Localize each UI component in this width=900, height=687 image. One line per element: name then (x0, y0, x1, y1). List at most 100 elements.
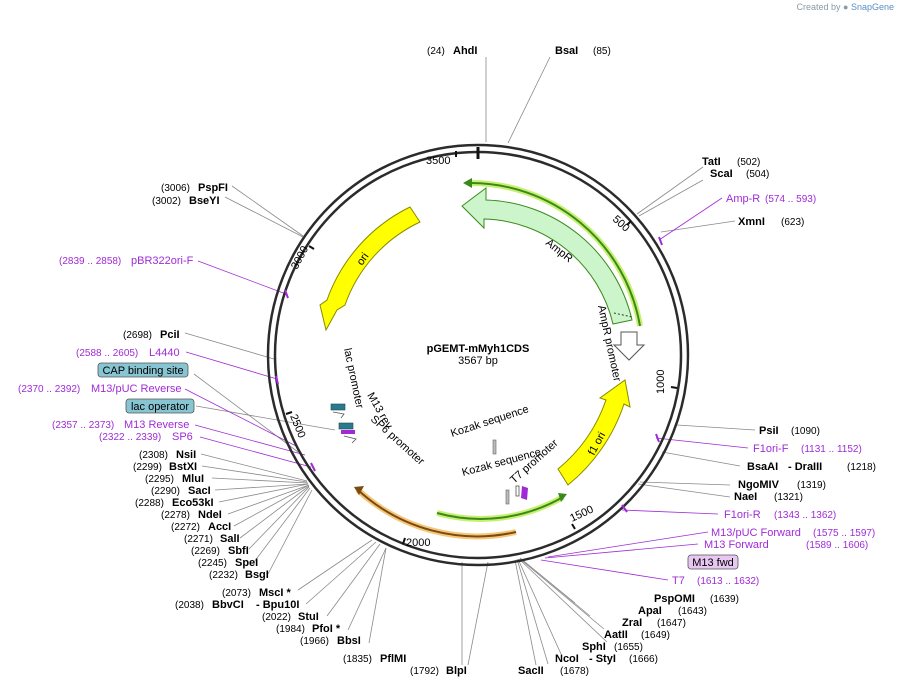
enzyme-name-pfoi: PfoI * (312, 623, 341, 635)
enzyme-name-spei: SpeI (235, 557, 258, 569)
lower-orf-arrowhead (558, 493, 567, 502)
enzyme-name-msci: MscI * (259, 587, 292, 599)
kozak-label-1: Kozak sequence (449, 403, 530, 440)
enzyme-name-ndei: NdeI (198, 509, 222, 521)
enzyme-pos-sacii: (1678) (560, 666, 589, 677)
primer-range-m13-forward: (1589 .. 1606) (806, 540, 868, 551)
enzyme-name-sali: SalI (220, 533, 240, 545)
tick-label-3500: 3500 (426, 155, 450, 167)
enzyme-pos-sphi: (1655) (614, 642, 643, 653)
enzyme-pos-scai: (504) (746, 169, 769, 180)
kozak-mark-1[interactable] (492, 439, 497, 455)
enzyme-pos-spei: (2245) (198, 558, 227, 569)
m13-rev-mark[interactable] (341, 430, 355, 434)
enzyme-name-psii: PsiI (759, 425, 779, 437)
snapgene-credit: Created by ● SnapGene (796, 2, 894, 12)
ampr-orf-arc (467, 181, 641, 327)
ori-feature[interactable] (319, 206, 421, 332)
lac-promoter-mark[interactable] (332, 411, 345, 419)
enzyme-pos-eco53ki: (2288) (135, 498, 164, 509)
tick-label-1500: 1500 (568, 503, 595, 524)
enzyme-name-pcii: PciI (160, 329, 180, 341)
enzyme-pos-xmni: (623) (781, 217, 804, 228)
credit-brand: SnapGene (850, 2, 894, 12)
primer-marks (275, 236, 663, 513)
enzyme-pos-sali: (2271) (184, 534, 213, 545)
enzyme-pos-pfoi: (1984) (276, 624, 305, 635)
t7-promoter-mark[interactable] (515, 485, 520, 497)
enzyme-pos-bsai: (85) (593, 46, 611, 57)
enzyme-name-bseyi: BseYI (189, 195, 220, 207)
cap-binding-site-box[interactable] (97, 362, 189, 378)
enzyme-name-ahdi: AhdI (453, 45, 477, 57)
insert-arrowhead (354, 486, 364, 495)
enzyme-name-pspfi: PspFI (198, 182, 228, 194)
enzyme-name-bbsi: BbsI (337, 635, 361, 647)
primer-range-f1ori-f: (1131 .. 1152) (801, 444, 862, 455)
enzyme-name-ngomiv: NgoMIV (738, 479, 780, 491)
enzyme-name-draiii: - DraIII (788, 461, 822, 473)
enzyme-pos-bstxi: (2299) (133, 462, 162, 473)
enzyme-name-pflmi: PflMI (380, 653, 406, 665)
primer-range-m13-puc-reverse: (2370 .. 2392) (18, 384, 80, 395)
enzyme-name-sphi: SphI (582, 641, 606, 653)
kozak-mark-2[interactable] (505, 489, 510, 505)
enzyme-pos-aatii: (1649) (641, 630, 670, 641)
enzyme-pos-styi: (1666) (629, 654, 658, 665)
primer-name-pbr322ori-f: pBR322ori-F (131, 255, 194, 267)
enzyme-pos-bbsi: (1966) (300, 636, 329, 647)
ampr-promoter-arrow[interactable] (612, 331, 646, 361)
lac-operator-mark[interactable] (330, 403, 346, 411)
primer-name-m13-reverse: M13 Reverse (124, 419, 189, 431)
tick-label-2500: 2500 (287, 413, 307, 440)
primer-name-t7: T7 (672, 575, 685, 587)
tick-label-1000: 1000 (655, 370, 667, 394)
enzyme-pos-pspfi: (3006) (161, 183, 190, 194)
enzyme-name-eco53ki: Eco53kI (172, 497, 214, 509)
lac-operator-box[interactable] (125, 398, 195, 414)
enzyme-name-xmni: XmnI (738, 216, 765, 228)
ampr-feature[interactable] (461, 187, 633, 325)
f1-ori-feature[interactable] (557, 379, 631, 486)
enzyme-name-zrai: ZraI (622, 617, 642, 629)
enzyme-pos-naei: (1321) (774, 492, 803, 503)
enzyme-pos-stui: (2022) (262, 612, 291, 623)
enzyme-name-ncoi: NcoI (555, 653, 579, 665)
enzyme-pos-pspomi: (1639) (710, 594, 739, 605)
enzyme-pos-ngomiv: (1319) (797, 480, 826, 491)
backbone-outer-ring (266, 143, 690, 567)
primer-name-f1ori-f: F1ori-F (753, 443, 789, 455)
enzyme-pos-pcii: (2698) (123, 330, 152, 341)
enzyme-pos-psii: (1090) (791, 426, 820, 437)
lower-orf-arc (436, 496, 564, 520)
credit-prefix: Created by (796, 2, 841, 12)
enzyme-name-pspomi: PspOMI (654, 593, 695, 605)
primer-range-f1ori-r: (1343 .. 1362) (774, 510, 836, 521)
lac-operator-label: lac operator (131, 401, 189, 413)
enzyme-pos-sbfi: (2269) (191, 546, 220, 557)
sp6-promoter-label: SP6 promoter (368, 413, 427, 468)
primer-name-m13-puc-forward: M13/pUC Forward (711, 527, 801, 539)
ampr-orf-arrowhead (463, 178, 472, 188)
enzyme-pos-bbvci: (2038) (175, 600, 204, 611)
primer-range-pbr322ori-f: (2839 .. 2858) (59, 256, 121, 267)
enzyme-name-tati: TatI (702, 156, 721, 168)
primer-range-t7: (1613 .. 1632) (697, 576, 759, 587)
m13-fwd-box[interactable] (687, 554, 739, 570)
primer-name-sp6: SP6 (172, 431, 193, 443)
cap-binding-site-label: CAP binding site (102, 365, 183, 377)
primer-labels: Amp-R (574 .. 593) F1ori-F (1131 .. 1152… (18, 193, 875, 587)
tick-label-500: 500 (610, 213, 632, 234)
cap-site-mark[interactable] (338, 422, 354, 430)
sp6-promoter-mark[interactable] (343, 435, 357, 444)
enzyme-name-saci: SacI (188, 485, 211, 497)
enzyme-name-bsai: BsaI (555, 45, 578, 57)
primer-range-sp6: (2322 .. 2339) (99, 432, 161, 443)
enzyme-name-scai: ScaI (710, 168, 733, 180)
enzyme-pos-bsgi: (2232) (209, 570, 238, 581)
plasmid-size: 3567 bp (458, 355, 498, 367)
t7-primer-mark[interactable] (521, 486, 528, 500)
enzyme-name-naei: NaeI (734, 491, 757, 503)
enzyme-pos-bseyi: (3002) (152, 196, 181, 207)
